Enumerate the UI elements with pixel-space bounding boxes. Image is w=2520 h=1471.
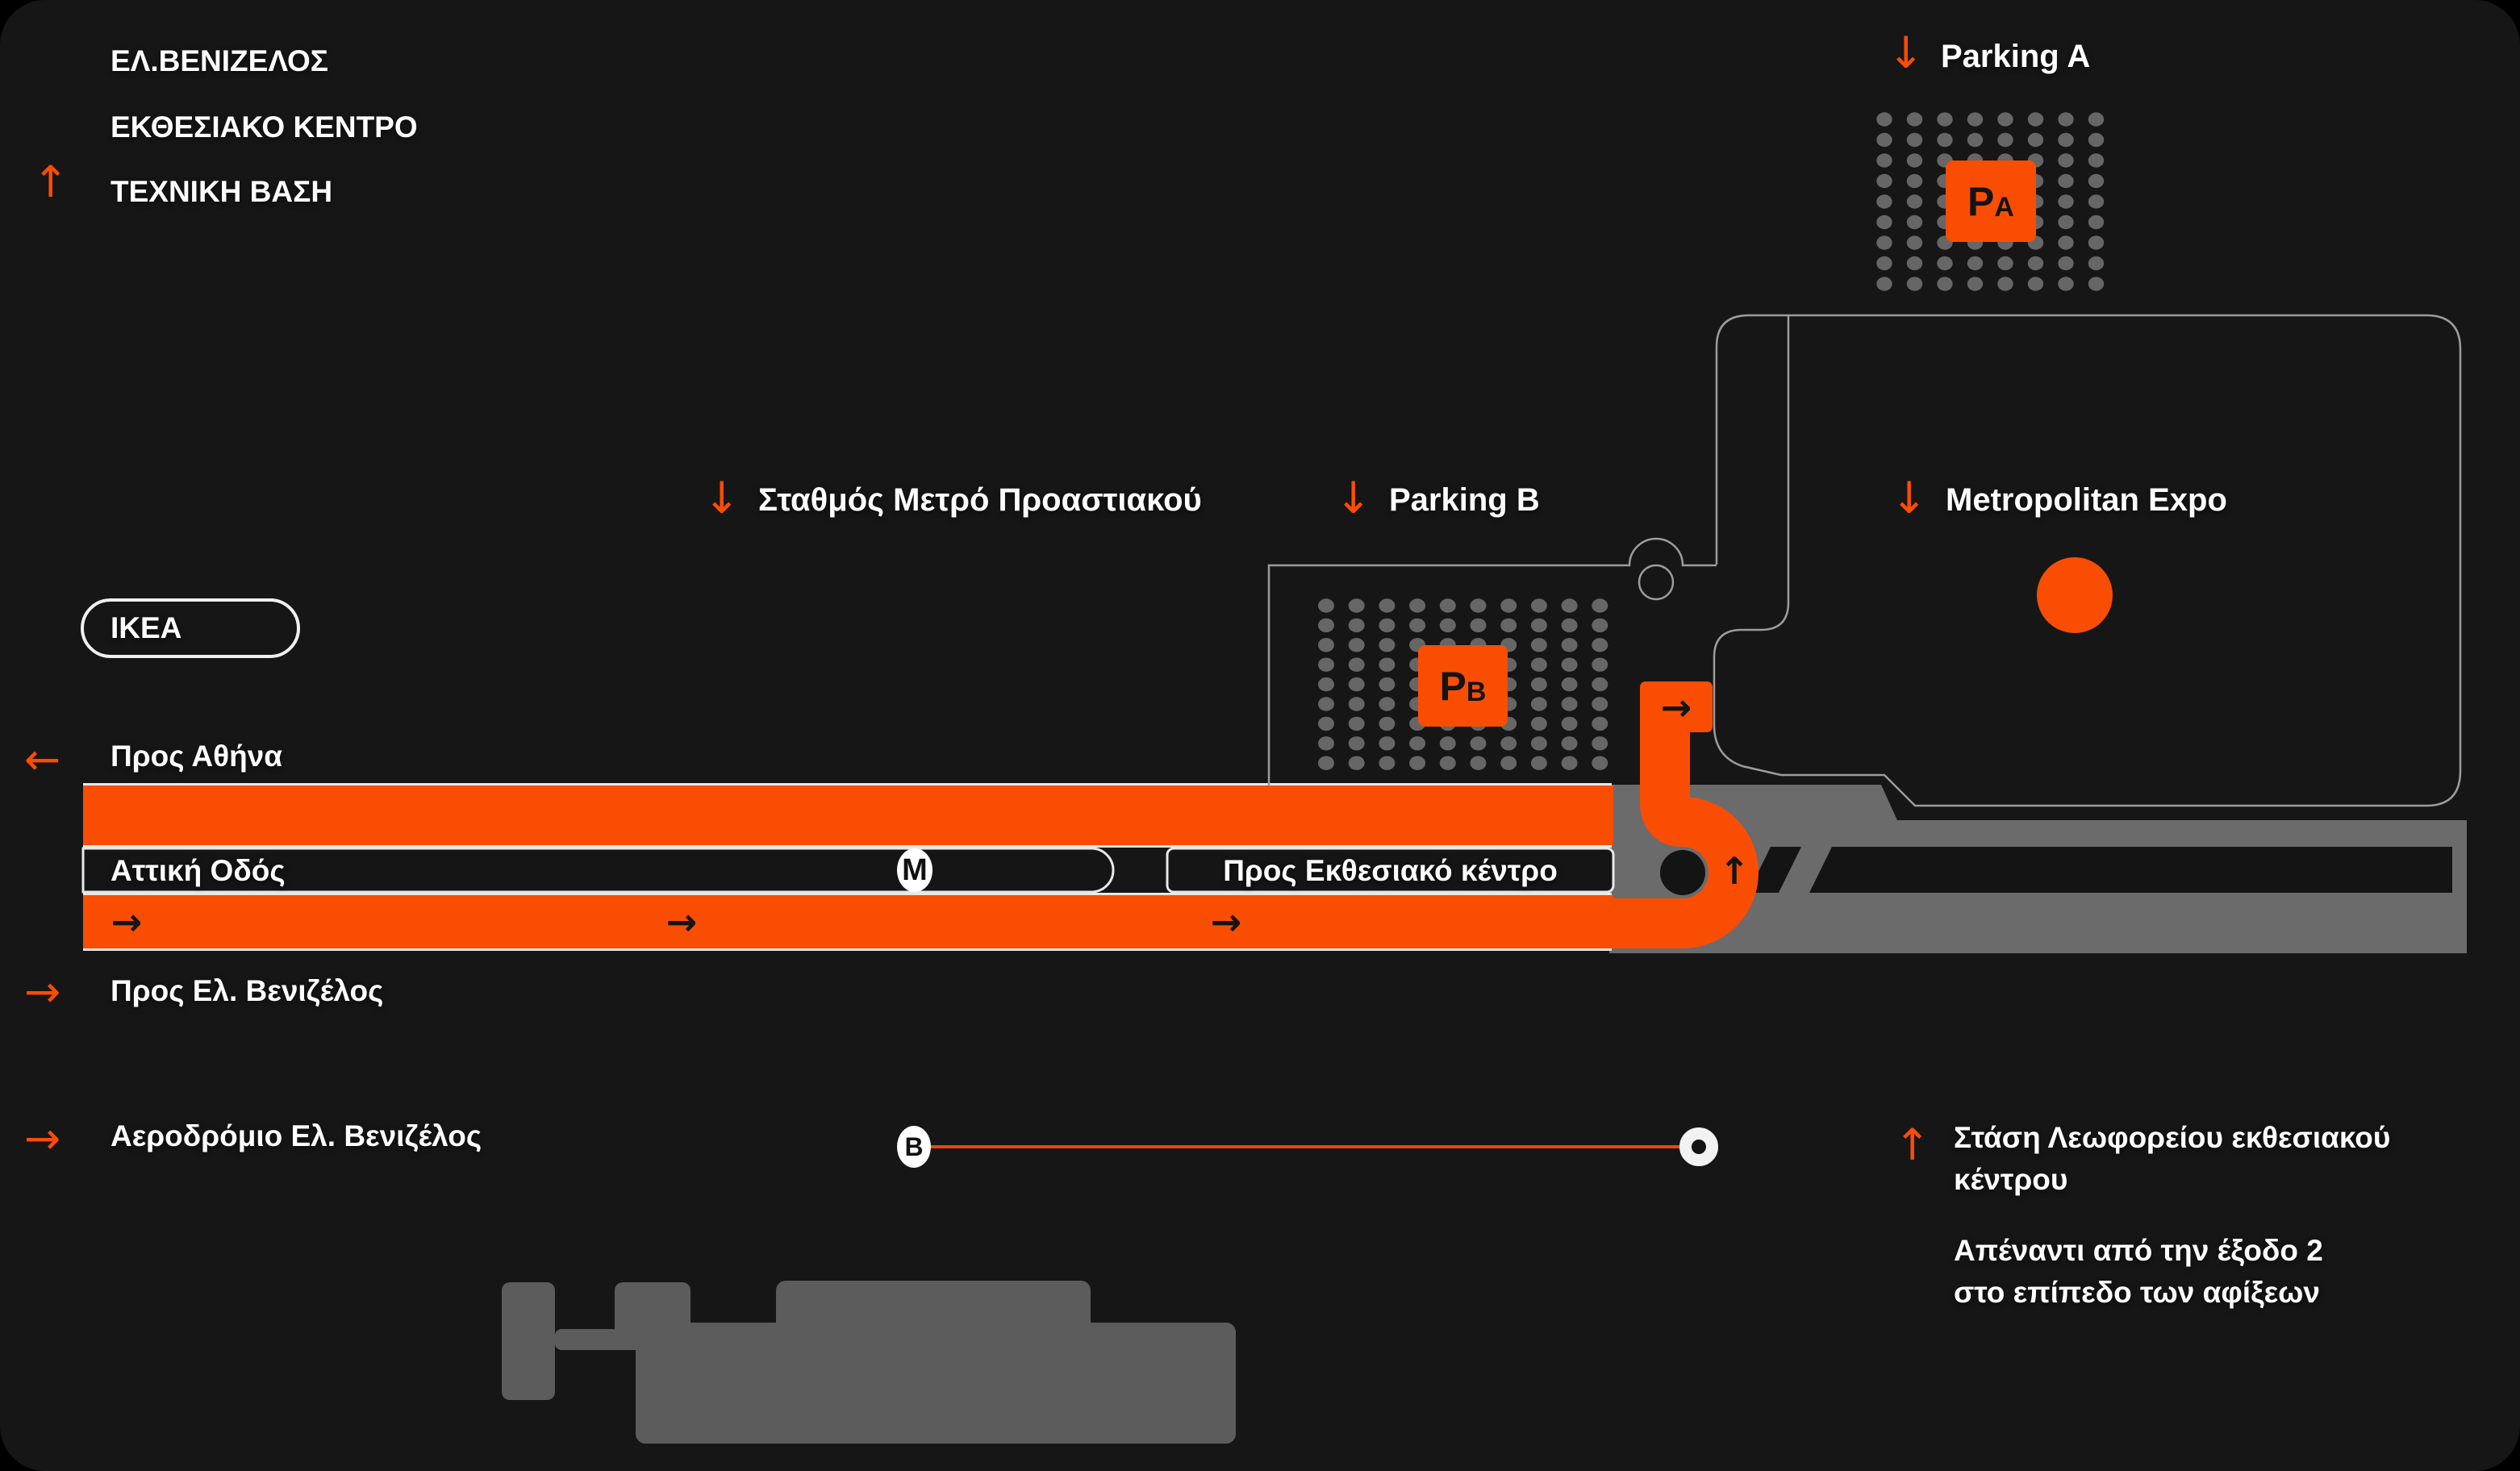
ikea-label: IKEA: [111, 611, 182, 645]
airport-route-label: Αεροδρόμιο Ελ. Βενιζέλος: [111, 1119, 482, 1152]
to-venizelos-label: Προς Ελ. Βενιζέλος: [111, 974, 384, 1007]
ramp-right-arrow-icon: →: [1660, 685, 1692, 729]
attiki-odos-strip: [81, 847, 1115, 894]
right-arrow-icon: →: [24, 966, 61, 1017]
bus-stop-ring-icon: [1679, 1127, 1718, 1166]
right-arrow-icon: →: [24, 1113, 61, 1164]
lane-right-arrow-icon: →: [111, 900, 143, 944]
hairline-3: [83, 893, 1612, 895]
metro-m-letter: M: [902, 852, 928, 887]
parking-a-badge-sub: A: [1994, 191, 2014, 223]
bus-stop-note-line-2: στο επίπεδο των αφίξεων: [1954, 1276, 2321, 1309]
metro-m-icon: M: [897, 848, 932, 892]
loop-up-arrow-icon: ↑: [1718, 849, 1750, 893]
bus-stop-note-line-1: Απέναντι από την έξοδο 2: [1954, 1234, 2323, 1267]
parking-b-badge-p: P: [1439, 663, 1467, 709]
bus-b-letter: B: [904, 1131, 924, 1161]
parking-b-outline: [1267, 537, 1717, 786]
to-expo-strip: [1166, 847, 1615, 894]
legend-line-3: ΤΕΧΝΙΚΗ ΒΑΣΗ: [111, 175, 333, 208]
parking-a-label: Parking A: [1941, 39, 2091, 74]
hairline-1: [83, 783, 1612, 786]
expo-entrance-road: [1640, 681, 1713, 732]
highway-eastbound: [83, 895, 1613, 948]
attiki-odos-label: Αττική Οδός: [111, 854, 286, 887]
parking-a-badge-p: P: [1967, 178, 1995, 224]
legend-line-1: ΕΛ.ΒΕΝΙΖΕΛΟΣ: [111, 44, 328, 77]
road-median-long: [1809, 847, 2452, 893]
hairline-2: [83, 845, 1612, 848]
terminal-silhouette: [502, 1281, 1236, 1444]
up-arrow-icon: ↑: [1894, 1119, 1931, 1170]
lane-right-arrow-icon: →: [1210, 900, 1242, 944]
to-athens-label: Προς Αθήνα: [111, 740, 283, 773]
parking-b-badge-sub: B: [1466, 676, 1487, 707]
hairline-4: [83, 948, 1612, 951]
ikea-landmark: IKEA: [81, 598, 300, 658]
highway-westbound: [83, 786, 1613, 845]
left-arrow-icon: ←: [24, 734, 61, 785]
expo-building-outline: [1715, 314, 2462, 807]
legend-line-2: ΕΚΘΕΣΙΑΚΟ ΚΕΝΤΡΟ: [111, 110, 418, 144]
road-median-short: [1748, 847, 1801, 893]
loop-island: [1660, 850, 1705, 895]
metro-station-label: Σταθμός Μετρό Προαστιακού: [758, 482, 1202, 518]
expo-inner-wall-outline: [1713, 315, 1790, 777]
to-expo-center-label: Προς Εκθεσιακό κέντρο: [1223, 854, 1558, 887]
up-arrow-icon: ↑: [32, 156, 69, 207]
bus-stop-label-line-1: Στάση Λεωφορείου εκθεσιακού: [1954, 1121, 2391, 1154]
parking-a-grid: [1876, 112, 2105, 291]
down-arrow-icon: ↓: [1335, 473, 1372, 523]
bus-b-icon: B: [897, 1126, 931, 1168]
exit-loop-road: [1607, 726, 1759, 948]
expo-location-dot: [2037, 557, 2113, 633]
down-arrow-icon: ↓: [703, 473, 741, 523]
gate-circle: [1638, 564, 1675, 601]
bus-stop-label-line-2: κέντρου: [1954, 1163, 2068, 1196]
down-arrow-icon: ↓: [1891, 473, 1928, 523]
down-arrow-icon: ↓: [1888, 27, 1925, 78]
parking-b-label: Parking B: [1389, 482, 1540, 518]
lane-right-arrow-icon: →: [665, 900, 698, 944]
expo-label: Metropolitan Expo: [1946, 482, 2227, 518]
